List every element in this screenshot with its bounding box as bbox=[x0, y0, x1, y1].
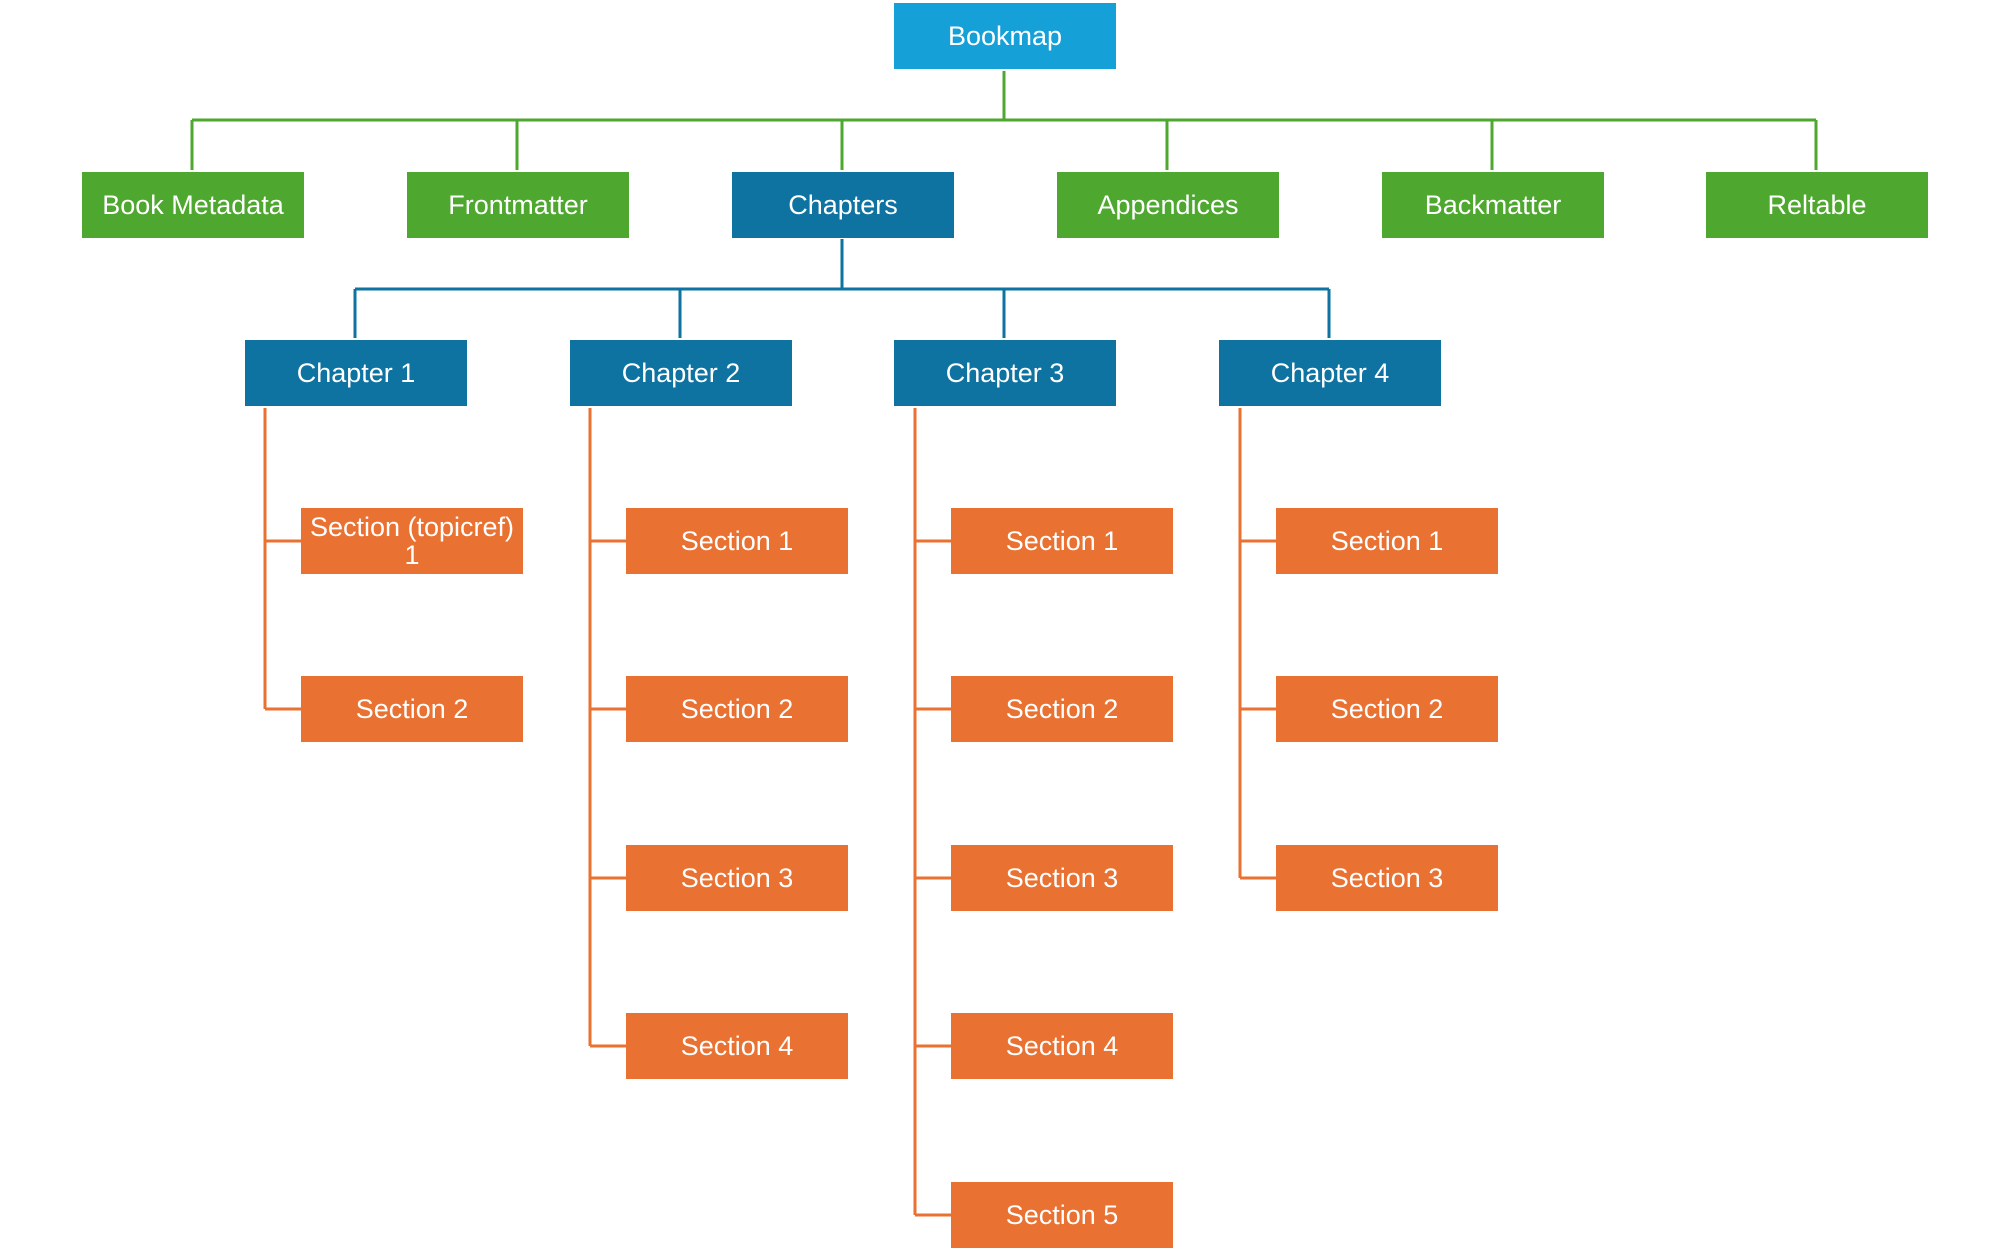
chapter-2-section-3-node[interactable]: Section 3 bbox=[626, 845, 848, 911]
chapter-4-node[interactable]: Chapter 4 bbox=[1219, 340, 1441, 406]
chapter-2-section-1-node[interactable]: Section 1 bbox=[626, 508, 848, 574]
chapter-2-section-2-label: Section 2 bbox=[680, 694, 794, 724]
reltable-label: Reltable bbox=[1767, 190, 1867, 220]
backmatter-node[interactable]: Backmatter bbox=[1382, 172, 1604, 238]
chapter-4-section-3-label: Section 3 bbox=[1330, 863, 1444, 893]
book-metadata-node[interactable]: Book Metadata bbox=[82, 172, 304, 238]
chapter-2-section-4-label: Section 4 bbox=[680, 1031, 794, 1061]
chapter-1-section-2-label: Section 2 bbox=[355, 694, 469, 724]
chapter-2-section-4-node[interactable]: Section 4 bbox=[626, 1013, 848, 1079]
chapter-1-label: Chapter 1 bbox=[296, 358, 416, 388]
chapter-3-section-1-node[interactable]: Section 1 bbox=[951, 508, 1173, 574]
chapter-3-section-5-node[interactable]: Section 5 bbox=[951, 1182, 1173, 1248]
chapter-3-section-5-label: Section 5 bbox=[1005, 1200, 1119, 1230]
frontmatter-node[interactable]: Frontmatter bbox=[407, 172, 629, 238]
appendices-label: Appendices bbox=[1097, 190, 1239, 220]
chapter-2-section-3-label: Section 3 bbox=[680, 863, 794, 893]
chapter-4-section-3-node[interactable]: Section 3 bbox=[1276, 845, 1498, 911]
chapter-3-section-1-label: Section 1 bbox=[1005, 526, 1119, 556]
frontmatter-label: Frontmatter bbox=[448, 190, 588, 220]
chapter-3-label: Chapter 3 bbox=[945, 358, 1065, 388]
chapter-1-section-1-node[interactable]: Section (topicref) 1 bbox=[301, 508, 523, 574]
chapter-3-section-3-label: Section 3 bbox=[1005, 863, 1119, 893]
chapter-2-node[interactable]: Chapter 2 bbox=[570, 340, 792, 406]
chapter-2-section-1-label: Section 1 bbox=[680, 526, 794, 556]
bookmap-label: Bookmap bbox=[947, 21, 1063, 51]
chapter-3-section-4-label: Section 4 bbox=[1005, 1031, 1119, 1061]
backmatter-label: Backmatter bbox=[1424, 190, 1562, 220]
chapter-4-section-1-label: Section 1 bbox=[1330, 526, 1444, 556]
appendices-node[interactable]: Appendices bbox=[1057, 172, 1279, 238]
chapter-3-node[interactable]: Chapter 3 bbox=[894, 340, 1116, 406]
chapter-4-label: Chapter 4 bbox=[1270, 358, 1390, 388]
chapter-4-section-2-label: Section 2 bbox=[1330, 694, 1444, 724]
chapter-1-section-2-node[interactable]: Section 2 bbox=[301, 676, 523, 742]
root-connectors bbox=[190, 71, 1818, 170]
chapter-3-section-3-node[interactable]: Section 3 bbox=[951, 845, 1173, 911]
chapter-3-section-4-node[interactable]: Section 4 bbox=[951, 1013, 1173, 1079]
bookmap-node[interactable]: Bookmap bbox=[894, 3, 1116, 69]
chapter-3-section-2-label: Section 2 bbox=[1005, 694, 1119, 724]
chapter-1-section-1-label: Section (topicref) 1 bbox=[309, 512, 515, 570]
chapter-connectors bbox=[353, 239, 1331, 338]
chapter-2-section-2-node[interactable]: Section 2 bbox=[626, 676, 848, 742]
section-connectors bbox=[263, 408, 1276, 1217]
chapters-label: Chapters bbox=[788, 190, 898, 220]
chapters-node[interactable]: Chapters bbox=[732, 172, 954, 238]
chapter-4-section-1-node[interactable]: Section 1 bbox=[1276, 508, 1498, 574]
chapter-1-node[interactable]: Chapter 1 bbox=[245, 340, 467, 406]
reltable-node[interactable]: Reltable bbox=[1706, 172, 1928, 238]
chapter-2-label: Chapter 2 bbox=[621, 358, 741, 388]
chapter-4-section-2-node[interactable]: Section 2 bbox=[1276, 676, 1498, 742]
book-metadata-label: Book Metadata bbox=[102, 190, 284, 220]
chapter-3-section-2-node[interactable]: Section 2 bbox=[951, 676, 1173, 742]
